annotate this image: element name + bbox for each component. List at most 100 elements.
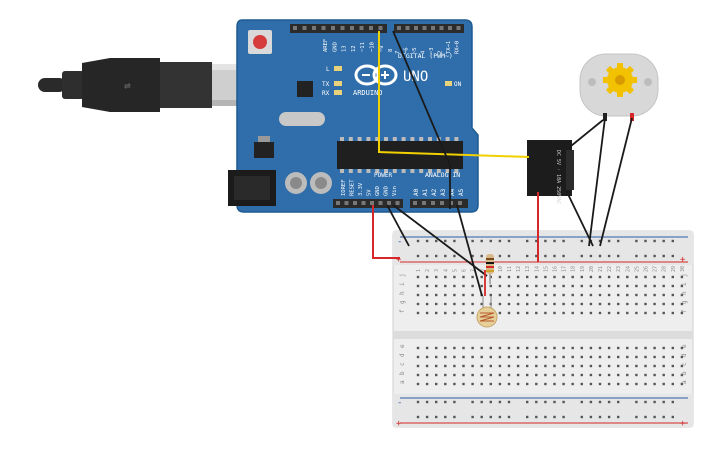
breadboard-hole xyxy=(425,382,429,386)
breadboard-hole xyxy=(471,311,474,315)
analog-pin-label: A1 xyxy=(422,188,429,196)
header-pin xyxy=(405,26,410,30)
breadboard-hole xyxy=(635,302,638,306)
column-number: 19 xyxy=(580,266,586,272)
breadboard-hole xyxy=(680,284,684,288)
breadboard-hole xyxy=(598,346,602,350)
breadboard-hole xyxy=(671,311,674,315)
breadboard-hole xyxy=(617,346,620,350)
breadboard-hole xyxy=(644,382,647,386)
breadboard-hole xyxy=(635,364,638,368)
breadboard-hole xyxy=(435,415,438,419)
wire-gnd-rail xyxy=(386,204,410,247)
breadboard-hole xyxy=(635,293,638,297)
breadboard-hole xyxy=(671,239,674,243)
breadboard-hole xyxy=(471,275,474,279)
breadboard: - + + - + + 1234567891011121314151617181… xyxy=(392,230,694,429)
breadboard-hole xyxy=(653,284,656,288)
breadboard-hole xyxy=(462,284,465,288)
chip-pin xyxy=(366,169,371,173)
breadboard-hole xyxy=(635,239,638,243)
column-number: 12 xyxy=(516,266,522,272)
header-pin xyxy=(378,201,383,205)
breadboard-hole xyxy=(462,382,465,386)
rail-symbol-plus-bottom: + xyxy=(396,419,402,429)
breadboard-hole xyxy=(526,302,529,306)
breadboard-hole xyxy=(471,373,474,377)
breadboard-hole xyxy=(480,415,483,419)
breadboard-hole xyxy=(435,382,438,386)
breadboard-hole xyxy=(562,284,565,288)
breadboard-hole xyxy=(589,311,593,315)
header-pin xyxy=(340,26,345,30)
breadboard-hole xyxy=(535,346,538,350)
breadboard-hole xyxy=(498,355,502,359)
breadboard-hole xyxy=(653,415,656,419)
header-pin xyxy=(344,201,349,205)
header-pin xyxy=(395,201,400,205)
breadboard-hole xyxy=(435,239,438,243)
gear-tooth xyxy=(605,85,615,95)
breadboard-hole xyxy=(507,302,511,306)
breadboard-hole xyxy=(471,400,474,404)
chip-pin xyxy=(419,169,424,173)
column-number: 21 xyxy=(598,266,604,272)
breadboard-hole xyxy=(462,373,465,377)
breadboard-hole xyxy=(553,373,556,377)
row-letter: f xyxy=(681,309,688,313)
column-number: 30 xyxy=(680,266,686,272)
led-l xyxy=(334,66,342,71)
pin-label: GND xyxy=(384,186,390,196)
gear-tooth xyxy=(617,91,623,97)
breadboard-hole xyxy=(507,284,511,288)
header-pin xyxy=(439,26,444,30)
wire-motor-red xyxy=(599,117,633,247)
breadboard-hole xyxy=(526,311,529,315)
column-number: 8 xyxy=(480,269,486,272)
wire-motor-black xyxy=(588,117,606,247)
analog-pin-label: A2 xyxy=(431,188,438,196)
breadboard-hole xyxy=(444,346,447,350)
breadboard-hole xyxy=(416,239,420,243)
breadboard-hole xyxy=(635,284,638,288)
chip-pin xyxy=(428,169,432,173)
breadboard-hole xyxy=(617,364,620,368)
breadboard-hole xyxy=(680,302,684,306)
breadboard-hole xyxy=(553,311,556,315)
breadboard-hole xyxy=(462,346,465,350)
breadboard-hole xyxy=(598,382,602,386)
breadboard-hole xyxy=(553,382,556,386)
breadboard-hole xyxy=(480,346,483,350)
breadboard-hole xyxy=(562,382,565,386)
breadboard-hole xyxy=(571,302,574,306)
center-channel xyxy=(393,331,693,339)
breadboard-hole xyxy=(589,415,593,419)
breadboard-hole xyxy=(589,302,593,306)
photoresistor xyxy=(476,296,498,328)
chip-pin xyxy=(445,137,450,141)
breadboard-hole xyxy=(653,302,656,306)
pin-label: 2 xyxy=(438,51,444,54)
row-letter: c xyxy=(681,362,688,366)
header-pin xyxy=(336,201,340,205)
breadboard-hole xyxy=(535,382,538,386)
breadboard-hole xyxy=(444,400,447,404)
breadboard-hole xyxy=(535,311,538,315)
board-model-text: UNO xyxy=(403,69,428,85)
breadboard-hole xyxy=(635,382,638,386)
breadboard-hole xyxy=(498,293,502,297)
breadboard-hole xyxy=(453,400,456,404)
gear-tooth xyxy=(625,85,635,95)
pin-label: AREF xyxy=(323,39,329,52)
pin-label: 3.3V xyxy=(358,182,364,196)
breadboard-hole xyxy=(480,284,483,288)
breadboard-hole xyxy=(435,293,438,297)
column-number: 11 xyxy=(507,266,513,272)
breadboard-hole xyxy=(507,415,511,419)
breadboard-hole xyxy=(507,346,511,350)
breadboard-hole xyxy=(507,275,511,279)
pin-label: 12 xyxy=(351,45,357,52)
breadboard-hole xyxy=(562,311,565,315)
breadboard-hole xyxy=(489,364,492,368)
breadboard-hole xyxy=(671,415,674,419)
